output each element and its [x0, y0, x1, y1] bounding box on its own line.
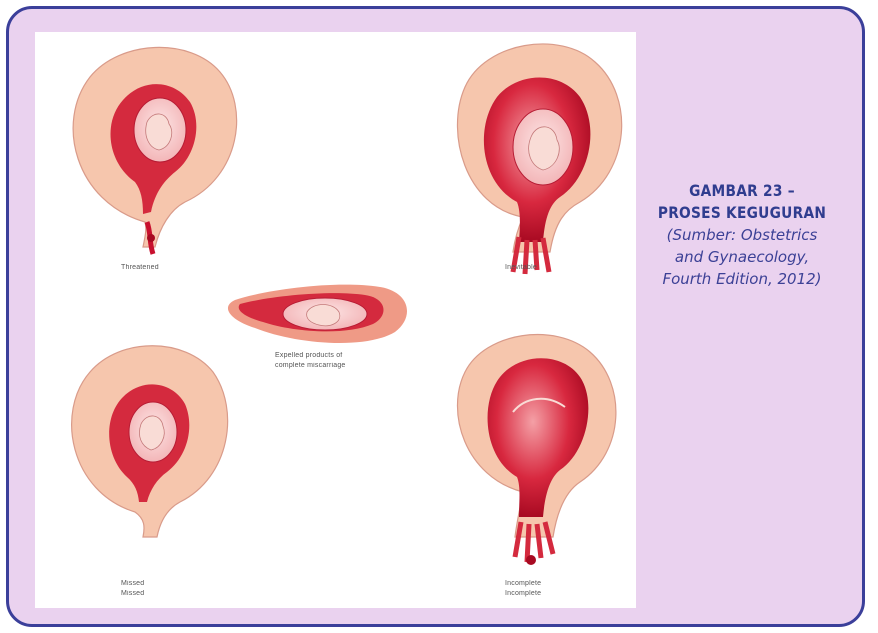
caption-title-line1: Gambar 23 –: [643, 180, 841, 202]
label-threatened: Threatened: [121, 264, 159, 271]
slide-frame: Threatened Inevitable Expelled products …: [6, 6, 865, 627]
inevitable-uterus: [457, 44, 621, 274]
label-expelled-line1: Expelled products of: [275, 352, 342, 359]
label-incomplete-line2: Incomplete: [505, 590, 541, 597]
caption-source-line3: Fourth Edition, 2012): [627, 268, 857, 290]
figure-caption: Gambar 23 – Proses Keguguran (Sumber: Ob…: [627, 180, 857, 290]
label-missed-line2: Missed: [121, 590, 144, 597]
incomplete-uterus: [457, 335, 615, 565]
label-expelled-line2: complete miscarriage: [275, 362, 346, 369]
caption-title-line2: Proses Keguguran: [643, 202, 841, 224]
miscarriage-stages-drawing: [35, 32, 636, 608]
expelled-products: [228, 285, 407, 343]
label-incomplete-line1: Incomplete: [505, 580, 541, 587]
label-inevitable: Inevitable: [505, 264, 537, 271]
caption-source-line1: (Sumber: Obstetrics: [627, 224, 857, 246]
label-missed-line1: Missed: [121, 580, 144, 587]
threatened-uterus: [73, 47, 236, 254]
miscarriage-illustration: Threatened Inevitable Expelled products …: [35, 32, 636, 608]
caption-source-line2: and Gynaecology,: [627, 246, 857, 268]
missed-uterus: [72, 346, 228, 537]
